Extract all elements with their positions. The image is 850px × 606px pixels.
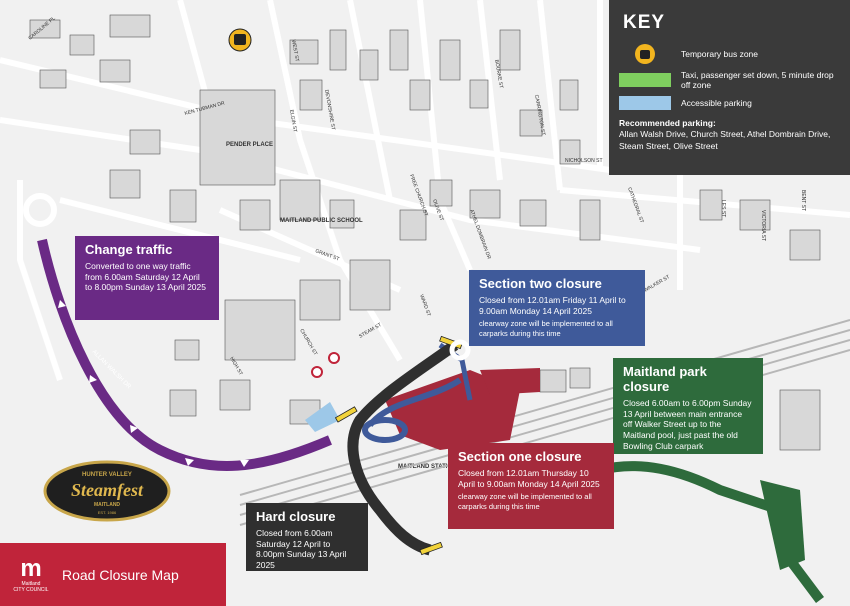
- badge-est-text: EST. 1986: [98, 510, 117, 515]
- council-logo: m Maitland CITY COUNCIL: [10, 554, 52, 593]
- map-label-nicholson-st: NICHOLSON ST: [565, 158, 603, 164]
- one-way-arrows: [58, 300, 249, 467]
- section-one-text: Closed from 12.01am Thursday 10 April to…: [458, 468, 600, 489]
- map-label-cathedral-st: CATHEDRAL ST: [626, 187, 644, 224]
- no-entry-icon: [328, 352, 340, 364]
- accessible-parking-zone: [305, 402, 340, 432]
- section-two-text: Closed from 12.01am Friday 11 April to 9…: [479, 295, 626, 316]
- taxi-zone-swatch: [619, 73, 671, 87]
- key-item-accessible-parking: Accessible parking: [619, 96, 840, 110]
- map-label-victoria-st: VICTORIA ST: [760, 210, 766, 241]
- maitland-park-text: Closed 6.00am to 6.00pm Sunday 13 April …: [623, 398, 752, 451]
- section-one-title: Section one closure: [458, 449, 582, 464]
- steamfest-logo: HUNTER VALLEY Steamfest MAITLAND EST. 19…: [43, 460, 171, 522]
- bus-icon: [635, 44, 655, 64]
- map-label-steam-st: STEAM ST: [358, 322, 383, 340]
- hard-closure-callout: Hard closure Closed from 6.00am Saturday…: [246, 503, 368, 571]
- section-two-note: clearway zone will be implemented to all…: [479, 319, 613, 338]
- map-label-station: MAITLAND STATION: [398, 464, 456, 470]
- badge-top-text: HUNTER VALLEY: [82, 472, 132, 478]
- maitland-park-callout: Maitland park closure Closed 6.00am to 6…: [613, 358, 763, 454]
- section-one-zone: [385, 370, 520, 450]
- accessible-parking-loop: [362, 417, 408, 443]
- logo-text: Maitland: [21, 580, 41, 587]
- section-one-callout: Section one closure Closed from 12.01am …: [448, 443, 614, 529]
- recommended-parking-text: Allan Walsh Drive, Church Street, Athel …: [619, 129, 831, 151]
- map-label-devonshire-st: DEVONSHIRE ST: [323, 89, 336, 130]
- key-item-label: Accessible parking: [681, 98, 752, 108]
- logo-letter: m: [20, 554, 42, 582]
- roundabout: [23, 193, 57, 227]
- change-traffic-route: [37, 238, 332, 472]
- no-entry-icon: [311, 366, 323, 378]
- map-label-elgin-st: ELGIN ST: [288, 109, 298, 132]
- key-title: KEY: [623, 12, 666, 33]
- badge-main-text: Steamfest: [71, 480, 144, 500]
- map-key-panel: KEY Temporary bus zone Taxi, passenger s…: [609, 0, 850, 175]
- key-item-label: Taxi, passenger set down, 5 minute drop …: [681, 70, 834, 90]
- map-label-les-st: LES ST: [720, 200, 726, 217]
- maitland-park-title: Maitland park closure: [623, 364, 707, 394]
- key-item-bus-zone: Temporary bus zone: [619, 44, 840, 64]
- map-label-church-st: CHURCH ST: [298, 328, 318, 357]
- section-one-note: clearway zone will be implemented to all…: [458, 492, 592, 511]
- section-two-callout: Section two closure Closed from 12.01am …: [469, 270, 645, 346]
- hard-closure-text: Closed from 6.00am Saturday 12 April to …: [256, 528, 347, 570]
- recommended-parking: Recommended parking: Allan Walsh Drive, …: [619, 118, 840, 152]
- change-traffic-text: Converted to one way traffic from 6.00am…: [85, 261, 206, 293]
- recommended-parking-title: Recommended parking:: [619, 118, 716, 128]
- key-item-taxi-zone: Taxi, passenger set down, 5 minute drop …: [619, 70, 840, 90]
- hard-closure-road: [347, 340, 459, 556]
- map-title: Road Closure Map: [62, 566, 179, 583]
- hard-closure-title: Hard closure: [256, 509, 336, 524]
- park-closure-path: [598, 461, 824, 603]
- accessible-parking-swatch: [619, 96, 671, 110]
- section-two-title: Section two closure: [479, 276, 602, 291]
- badge-bottom-text: MAITLAND: [94, 502, 120, 508]
- logo-sub: CITY COUNCIL: [13, 586, 49, 593]
- map-label-school: MAITLAND PUBLIC SCHOOL: [280, 218, 363, 224]
- map-label-ward-st: WARD ST: [418, 294, 431, 318]
- change-traffic-callout: Change traffic Converted to one way traf…: [75, 236, 219, 320]
- section-one-parking: [480, 368, 540, 395]
- map-label-bourke-st: BOURKE ST: [493, 59, 504, 89]
- roundabout: [449, 339, 471, 361]
- key-item-label: Temporary bus zone: [681, 49, 759, 59]
- park-closure-area: [760, 480, 805, 570]
- map-label-bent-st: BENT ST: [800, 190, 806, 211]
- map-label-pender-place: PENDER PLACE: [226, 142, 273, 148]
- map-label-walker-st: WALKER ST: [643, 274, 671, 294]
- footer-bar: m Maitland CITY COUNCIL Road Closure Map: [0, 543, 226, 606]
- change-traffic-title: Change traffic: [85, 242, 173, 257]
- map-label-west-st: WEST ST: [290, 39, 300, 62]
- building-blocks: [29, 14, 821, 451]
